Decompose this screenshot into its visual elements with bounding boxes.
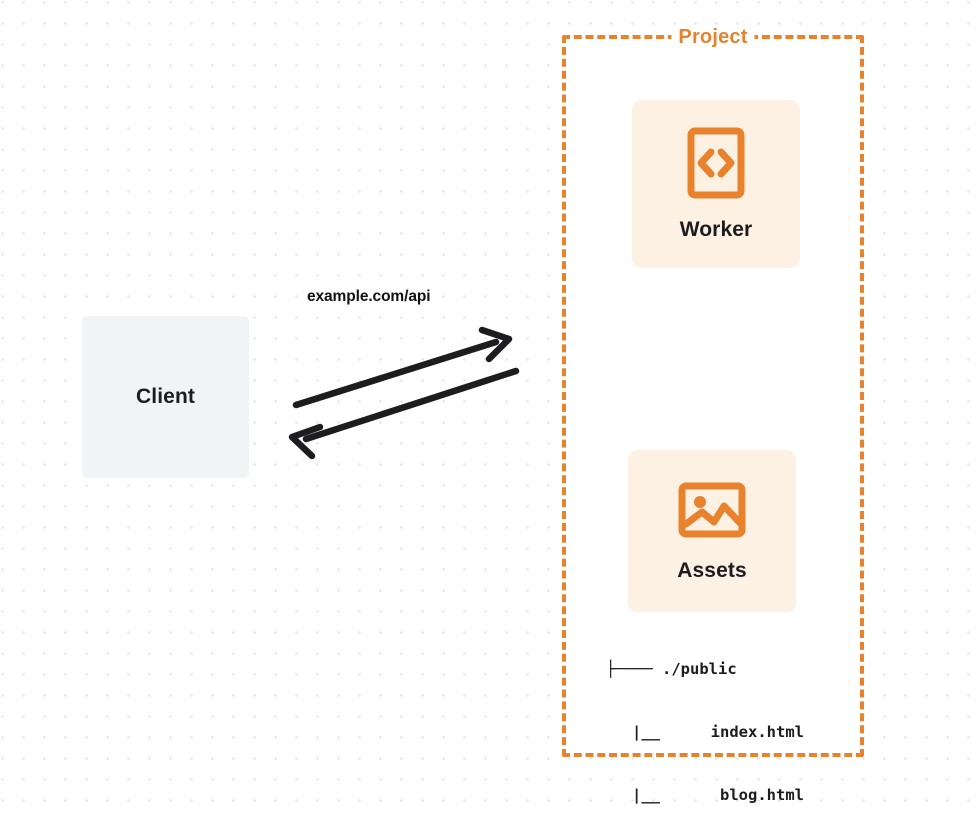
client-node-label: Client: [136, 385, 195, 408]
image-icon: [678, 480, 746, 545]
worker-card-label: Worker: [679, 217, 753, 241]
file-tree-branch: |__: [632, 786, 660, 804]
file-tree-item: |__ blog.html: [606, 785, 804, 806]
connector-label: example.com/api: [307, 288, 431, 305]
file-tree-branch: |__: [632, 723, 660, 741]
file-tree-root-label: ./public: [662, 660, 737, 678]
file-tree: ├──── ./public |__ index.html |__ blog.htm…: [606, 617, 804, 818]
file-tree-root-branch: ├────: [606, 660, 653, 678]
file-tree-item-label: blog.html: [720, 786, 804, 804]
file-tree-root-row: ├──── ./public: [606, 659, 804, 680]
worker-card[interactable]: Worker: [632, 100, 800, 268]
project-group-title: Project: [671, 26, 755, 49]
assets-card-label: Assets: [677, 558, 747, 582]
assets-card[interactable]: Assets: [628, 450, 796, 612]
client-node: Client: [82, 316, 249, 478]
file-tree-item: |__ index.html: [606, 722, 804, 743]
file-tree-item-label: index.html: [710, 723, 804, 741]
code-brackets-icon: [687, 127, 745, 204]
request-arrow: [292, 326, 513, 409]
response-arrow: [288, 367, 520, 460]
